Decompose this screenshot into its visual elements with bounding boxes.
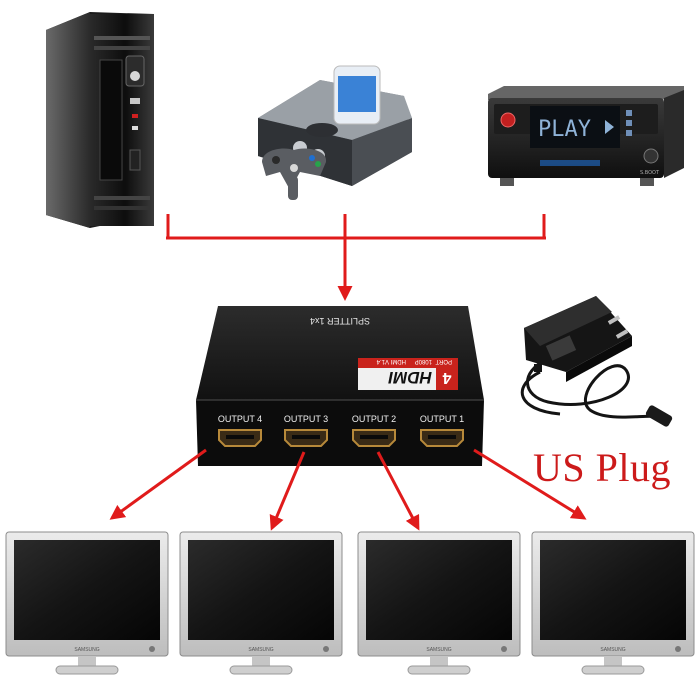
hdmi-port-1 bbox=[420, 429, 464, 447]
game-controller-icon bbox=[262, 148, 327, 200]
output-arrows bbox=[109, 448, 587, 531]
pc-tower-icon bbox=[46, 12, 154, 228]
monitor-brand-label: SAMSUNG bbox=[74, 647, 99, 653]
hdmi-badge: 4 HDMI PORT 1080P HDMI V1.4 bbox=[358, 358, 458, 390]
hdmi-port-2 bbox=[352, 429, 396, 447]
output-label-4: OUTPUT 4 bbox=[218, 414, 262, 424]
badge-brand: HDMI bbox=[387, 368, 432, 387]
monitor-3: SAMSUNG bbox=[179, 531, 343, 675]
player-screen-text: PLAY bbox=[538, 117, 591, 142]
output-label-1: OUTPUT 1 bbox=[420, 414, 464, 424]
hdmi-port-3 bbox=[284, 429, 328, 447]
monitor-2: SAMSUNG bbox=[357, 531, 521, 675]
monitor-1: SAMSUNG bbox=[531, 531, 695, 675]
input-connector bbox=[166, 214, 546, 301]
output-arrow-4 bbox=[109, 448, 207, 520]
badge-sub1: PORT bbox=[435, 358, 452, 364]
monitor-4: SAMSUNG bbox=[5, 531, 169, 675]
splitter-model-label: SPLITTER 1x4 bbox=[310, 316, 370, 326]
output-arrow-2 bbox=[376, 451, 420, 531]
player-small-label: S.BOOT bbox=[640, 170, 660, 176]
badge-number: 4 bbox=[442, 369, 451, 386]
us-plug-caption: US Plug bbox=[533, 445, 671, 490]
monitor-brand-label: SAMSUNG bbox=[248, 647, 273, 653]
output-arrow-3 bbox=[269, 451, 306, 531]
output-label-3: OUTPUT 3 bbox=[284, 414, 328, 424]
output-label-2: OUTPUT 2 bbox=[352, 414, 396, 424]
power-adapter-icon bbox=[520, 296, 673, 427]
monitor-brand-label: SAMSUNG bbox=[426, 647, 451, 653]
hdmi-splitter-box: SPLITTER 1x4 4 HDMI PORT 1080P HDMI V1.4… bbox=[196, 306, 484, 466]
badge-sub2: 1080P bbox=[415, 358, 432, 364]
media-player-icon: PLAY S.BOOT bbox=[488, 86, 684, 186]
output-arrow-1 bbox=[473, 448, 587, 520]
badge-sub3: HDMI V1.4 bbox=[376, 358, 406, 364]
monitor-brand-label: SAMSUNG bbox=[600, 647, 625, 653]
hdmi-port-4 bbox=[218, 429, 262, 447]
game-console-icon bbox=[258, 65, 412, 200]
